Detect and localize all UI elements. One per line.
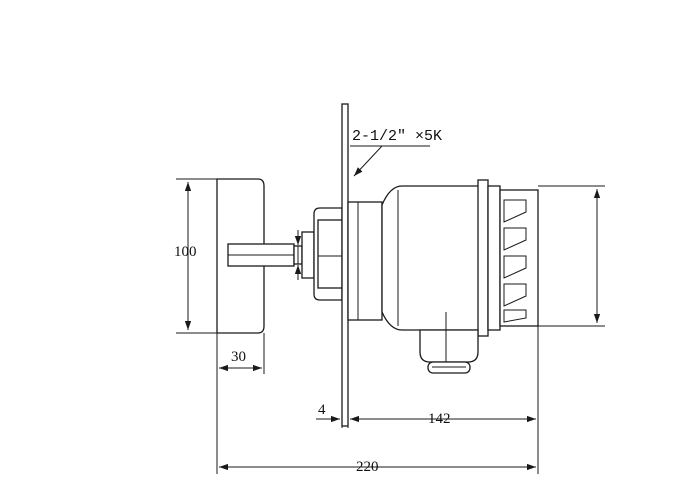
coupling (301, 207, 343, 301)
dimension-flange-thickness (316, 400, 349, 428)
mounting-flange (341, 103, 349, 427)
threaded-neck (347, 201, 383, 321)
housing (381, 179, 539, 337)
overall-length-label: 220 (356, 459, 379, 475)
dimension-paddle-width (216, 333, 265, 374)
paddle-height-label: 100 (174, 244, 197, 260)
flange-thickness-label: 4 (318, 402, 326, 418)
dimension-housing-height (538, 185, 605, 327)
paddle-width-label: 30 (231, 349, 246, 365)
cable-gland (419, 312, 479, 374)
housing-length-label: 142 (428, 411, 451, 427)
dimension-paddle-height (176, 178, 217, 334)
thread-note: 2-1/2″ ×5K (352, 128, 442, 145)
cooling-fins (503, 199, 527, 323)
thread-leader (350, 145, 430, 177)
dimension-housing-length (350, 326, 539, 474)
dimension-overall-length (216, 374, 536, 474)
paddle-shaft (227, 243, 303, 267)
